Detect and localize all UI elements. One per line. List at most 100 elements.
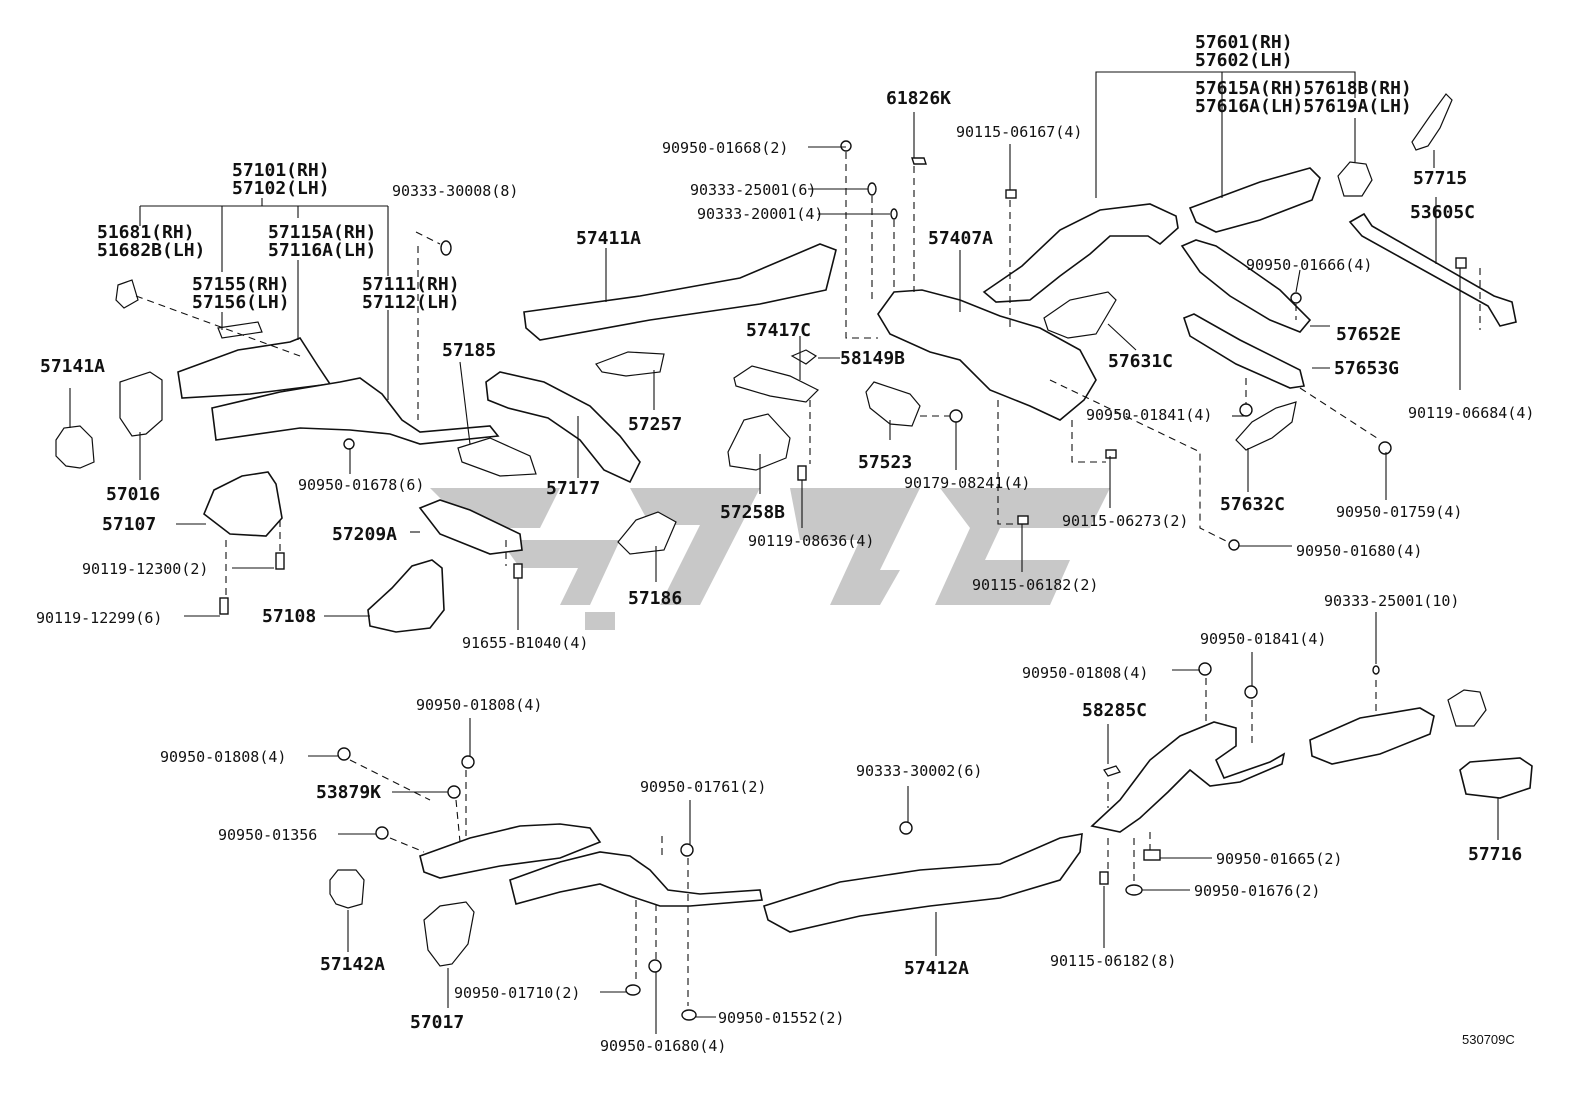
- plug-icon: [911, 157, 927, 165]
- label-57016: 57016: [106, 484, 160, 505]
- sill-57411a: [523, 243, 837, 341]
- label-57602: 57602(LH): [1195, 50, 1293, 71]
- label-90950-01680-b: 90950-01680(4): [600, 1037, 726, 1055]
- label-51682b: 51682B(LH): [97, 240, 205, 261]
- brace-53605c: [1348, 212, 1517, 327]
- label-90333-30008: 90333-30008(8): [392, 182, 518, 200]
- nut-icon: [949, 409, 963, 423]
- plug-icon: [890, 208, 898, 220]
- label-90950-01668: 90950-01668(2): [662, 139, 788, 157]
- part-57523: [865, 381, 921, 427]
- grommet-icon: [1290, 292, 1302, 304]
- label-57156: 57156(LH): [192, 292, 290, 313]
- label-90119-12300: 90119-12300(2): [82, 560, 208, 578]
- grommet-icon: [1378, 441, 1392, 455]
- bolt-icon: [513, 563, 523, 579]
- part-57186: [617, 511, 677, 555]
- label-90333-25001: 90333-25001(6): [690, 181, 816, 199]
- label-90950-01841-b: 90950-01841(4): [1200, 630, 1326, 648]
- label-57101: 57101(RH): [232, 160, 330, 181]
- leader-lines: [69, 71, 1499, 1034]
- bolt-icon: [1017, 515, 1029, 525]
- clip-icon: [1143, 849, 1161, 861]
- label-90115-06182-a: 90115-06182(2): [972, 576, 1098, 594]
- part-57632c: [1235, 401, 1297, 451]
- label-57142a: 57142A: [320, 954, 385, 975]
- label-90333-30002: 90333-30002(6): [856, 762, 982, 780]
- label-90950-01808-b: 90950-01808(4): [416, 696, 542, 714]
- part-57016: [119, 371, 163, 437]
- label-57108: 57108: [262, 606, 316, 627]
- grommet-icon: [1228, 539, 1240, 551]
- part-57142a: [329, 869, 365, 909]
- label-57652e: 57652E: [1336, 324, 1401, 345]
- label-90950-01680-a: 90950-01680(4): [1296, 542, 1422, 560]
- label-90950-01356: 90950-01356: [218, 826, 317, 844]
- label-57411a: 57411A: [576, 228, 641, 249]
- bolt-icon: [219, 597, 229, 615]
- part-57107: [203, 471, 283, 537]
- label-61826k: 61826K: [886, 88, 951, 109]
- label-57102: 57102(LH): [232, 178, 330, 199]
- label-57715: 57715: [1413, 168, 1467, 189]
- label-90950-01552: 90950-01552(2): [718, 1009, 844, 1027]
- bolt-icon: [797, 465, 807, 481]
- label-57257: 57257: [628, 414, 682, 435]
- label-57632c: 57632C: [1220, 494, 1285, 515]
- bolt-icon: [1105, 449, 1117, 459]
- member-57601: [982, 203, 1179, 303]
- label-57155: 57155(RH): [192, 274, 290, 295]
- label-57185: 57185: [442, 340, 496, 361]
- label-90115-06273: 90115-06273(2): [1062, 512, 1188, 530]
- label-57107: 57107: [102, 514, 156, 535]
- label-90115-06182-b: 90115-06182(8): [1050, 952, 1176, 970]
- part-57177: [485, 371, 641, 484]
- label-57523: 57523: [858, 452, 912, 473]
- plug-icon: [867, 182, 877, 196]
- label-57716: 57716: [1468, 844, 1522, 865]
- floor-57407a: [877, 289, 1097, 421]
- grommet-icon: [461, 755, 475, 769]
- grommet-icon: [1125, 884, 1143, 896]
- label-90950-01666: 90950-01666(4): [1246, 256, 1372, 274]
- label-53605c: 53605C: [1410, 202, 1475, 223]
- part-57615a: [1188, 167, 1321, 233]
- rail-57115a: [177, 337, 332, 399]
- part-57141a: [55, 425, 95, 469]
- label-90333-25001-b: 90333-25001(10): [1324, 592, 1459, 610]
- lower-rail-rear: [1309, 707, 1435, 765]
- part-57652e: [1180, 239, 1312, 333]
- label-57631c: 57631C: [1108, 351, 1173, 372]
- grommet-icon: [343, 438, 355, 450]
- label-57017: 57017: [410, 1012, 464, 1033]
- label-57616a: 57616A(LH)57619A(LH): [1195, 96, 1412, 117]
- grommet-icon: [1198, 662, 1212, 676]
- part-57155: [217, 321, 263, 339]
- label-53879k: 53879K: [316, 782, 381, 803]
- part-57631c: [1043, 291, 1117, 339]
- label-57115a: 57115A(RH): [268, 222, 376, 243]
- label-57258b: 57258B: [720, 502, 785, 523]
- label-57417c: 57417C: [746, 320, 811, 341]
- label-57186: 57186: [628, 588, 682, 609]
- sill-57412a: [763, 833, 1083, 933]
- lower-rail-front: [419, 823, 602, 879]
- label-90179-08241: 90179-08241(4): [904, 474, 1030, 492]
- grommet-icon: [1239, 403, 1253, 417]
- label-90950-01761: 90950-01761(2): [640, 778, 766, 796]
- part-57257: [595, 351, 665, 377]
- diagram-reference-code: 530709C: [1462, 1032, 1515, 1047]
- label-57141a: 57141A: [40, 356, 105, 377]
- label-90119-06684: 90119-06684(4): [1408, 404, 1534, 422]
- label-57209a: 57209A: [332, 524, 397, 545]
- label-58149b: 58149B: [840, 348, 905, 369]
- part-57258b: [727, 413, 791, 471]
- grommet-icon: [337, 747, 351, 761]
- grommet-icon: [447, 785, 461, 799]
- plug-icon: [440, 240, 452, 256]
- grommet-icon: [681, 1009, 697, 1021]
- label-90333-20001: 90333-20001(4): [697, 205, 823, 223]
- label-57601: 57601(RH): [1195, 32, 1293, 53]
